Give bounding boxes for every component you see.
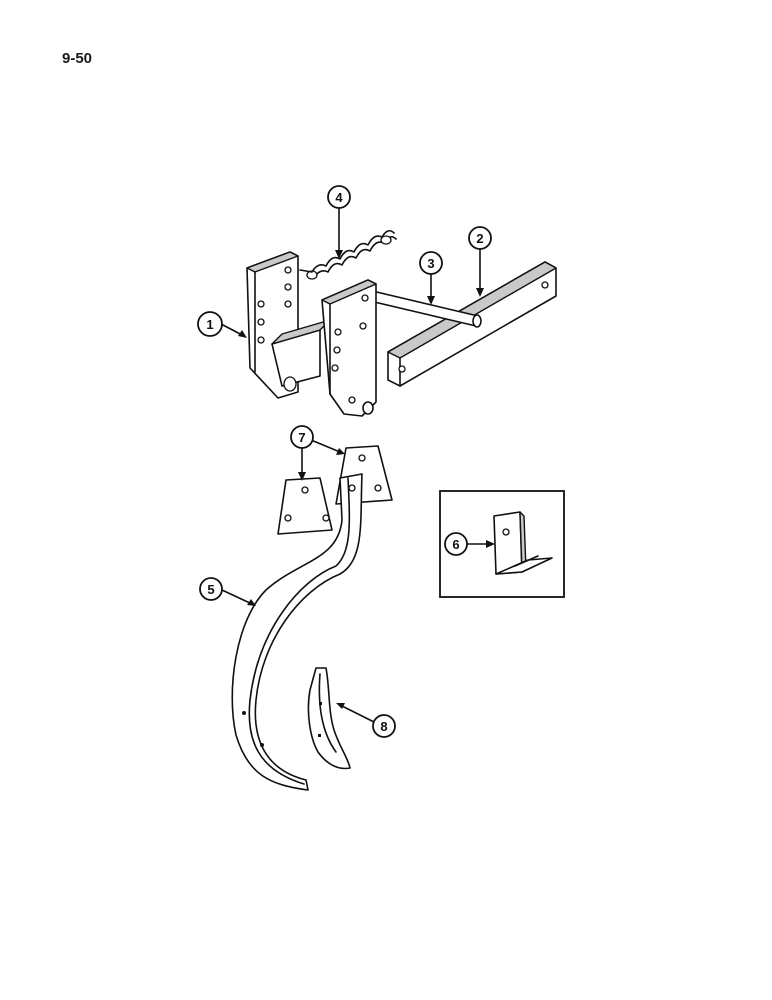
clamp-plates	[277, 445, 393, 535]
point	[307, 667, 351, 770]
callout-8-label: 8	[380, 719, 387, 734]
callout-3-label: 3	[427, 256, 434, 271]
callout-6: 6	[444, 532, 468, 556]
callout-4-label: 4	[335, 190, 343, 205]
callout-8: 8	[372, 714, 396, 738]
callout-5: 5	[199, 577, 223, 601]
callout-4: 4	[327, 185, 351, 209]
mounting-bracket	[246, 251, 377, 417]
callout-7-label: 7	[298, 430, 305, 445]
shank	[231, 473, 363, 791]
callout-1-label: 1	[206, 317, 213, 332]
callout-5-label: 5	[207, 582, 214, 597]
callout-3: 3	[419, 251, 443, 275]
callout-2-label: 2	[476, 231, 483, 246]
spring	[299, 229, 397, 280]
callout-1: 1	[197, 311, 223, 337]
callout-7: 7	[290, 425, 314, 449]
bracket-inset	[439, 490, 565, 598]
callout-6-label: 6	[452, 537, 459, 552]
page-number: 9-50	[62, 50, 93, 67]
callout-2: 2	[468, 226, 492, 250]
leader-lines	[221, 207, 495, 723]
